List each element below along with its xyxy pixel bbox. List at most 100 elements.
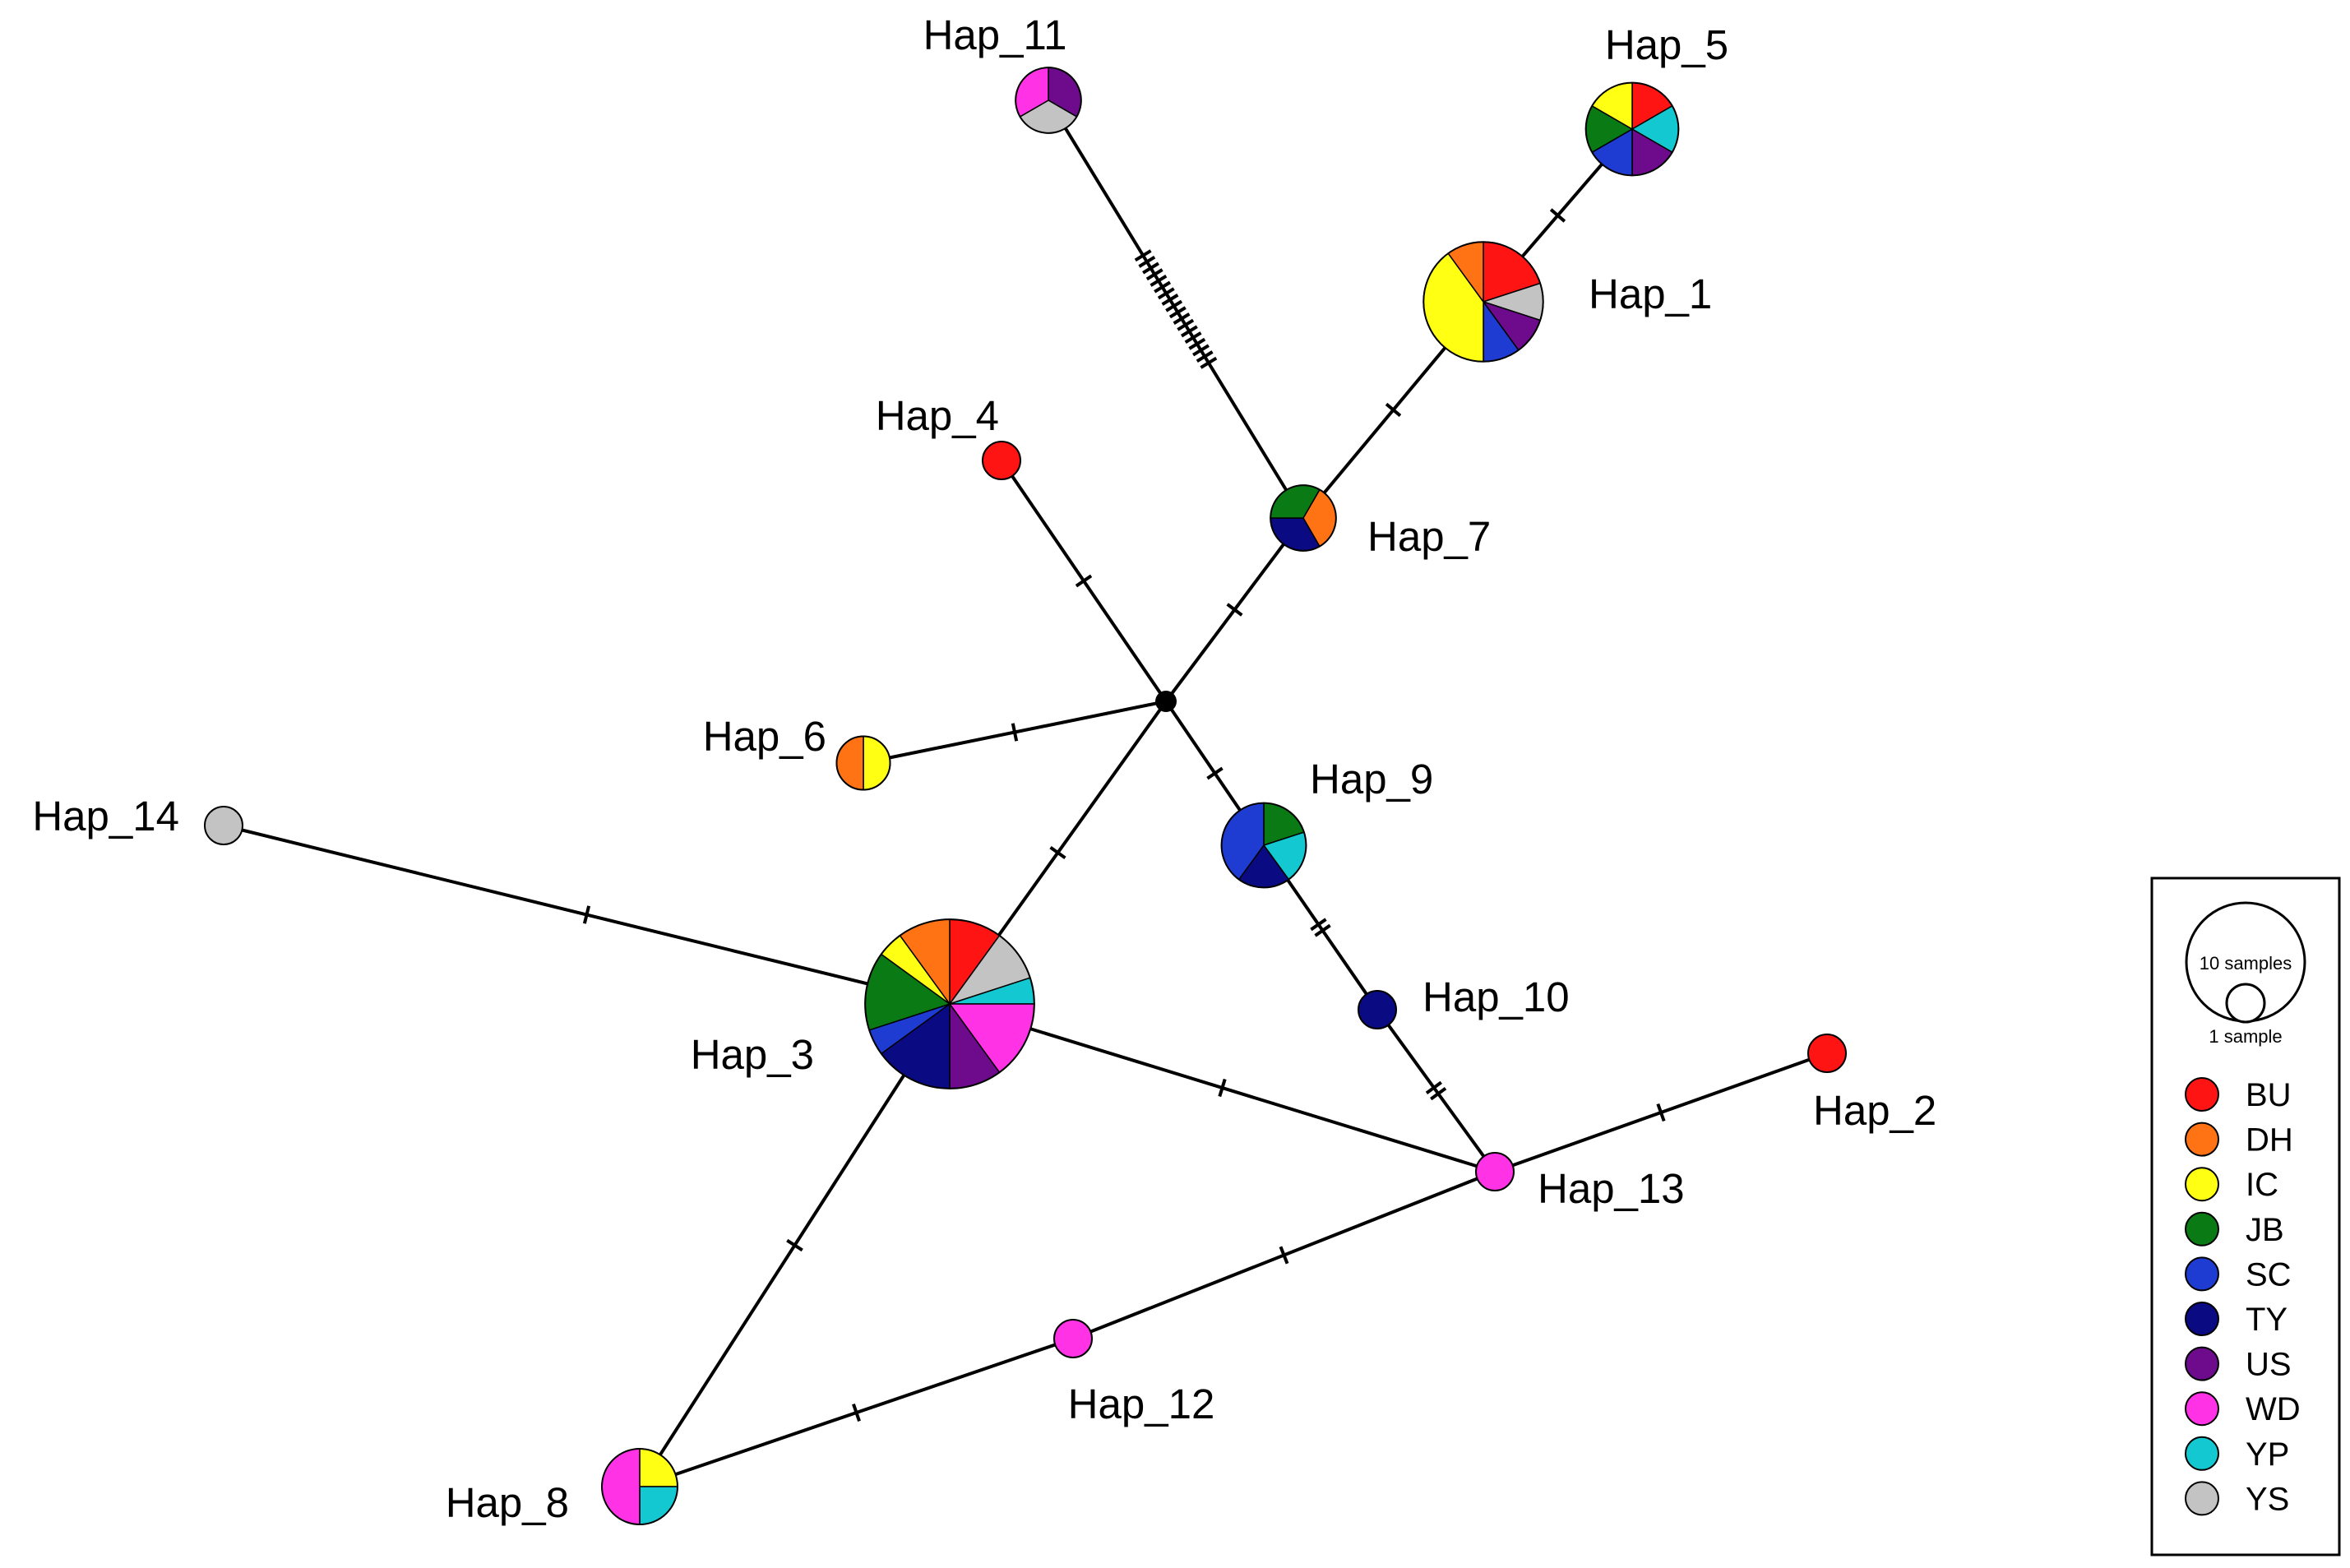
mutation-tick xyxy=(1200,356,1218,369)
node-hap-9 xyxy=(1220,802,1307,889)
legend-swatch xyxy=(2185,1167,2219,1202)
legend-label: JB xyxy=(2246,1212,2284,1248)
mutation-tick xyxy=(1180,325,1198,338)
legend-swatch xyxy=(2185,1211,2219,1247)
legend-swatch xyxy=(2185,1077,2219,1112)
node-hap-1 xyxy=(1422,241,1544,363)
network-edges xyxy=(223,99,1828,1488)
legend-items: BU DH IC JB SC TY US WD YP YS xyxy=(2185,1077,2301,1517)
legend-label: YS xyxy=(2246,1481,2289,1517)
legend-label: YP xyxy=(2246,1436,2289,1473)
label-hap-8: Hap_8 xyxy=(446,1479,569,1526)
label-hap-14: Hap_14 xyxy=(32,793,179,840)
label-hap-9: Hap_9 xyxy=(1310,756,1433,803)
label-hap-13: Hap_13 xyxy=(1538,1165,1685,1212)
legend-swatch xyxy=(2185,1391,2219,1427)
legend-label: BU xyxy=(2246,1077,2292,1113)
mutation-tick xyxy=(1165,299,1183,312)
label-hap-7: Hap_7 xyxy=(1367,513,1491,560)
mutation-tick xyxy=(582,905,591,924)
node-hap-3 xyxy=(864,918,1035,1089)
network-nodes xyxy=(204,67,1847,1525)
legend-label: IC xyxy=(2246,1167,2278,1203)
node-hap-6 xyxy=(835,735,891,791)
pie-slice-IC xyxy=(863,735,891,791)
node-hap-8 xyxy=(601,1448,678,1525)
mutation-tick xyxy=(1184,331,1202,345)
mutation-tick xyxy=(1134,249,1152,262)
legend-swatch xyxy=(2185,1256,2219,1292)
mutation-tick xyxy=(786,1238,803,1252)
mutation-tick xyxy=(1173,312,1191,325)
legend-scale-large-label: 10 samples xyxy=(2200,953,2292,974)
mutation-tick xyxy=(1314,923,1331,937)
pie-slice-YS xyxy=(204,806,243,845)
pie-slice-WD xyxy=(1053,1319,1093,1358)
label-hap-6: Hap_6 xyxy=(703,713,826,760)
mutation-tick xyxy=(1049,845,1066,860)
legend-size-scale: 10 samples 1 sample xyxy=(2185,901,2306,1047)
node-hap-4 xyxy=(982,441,1021,480)
legend-item-YS: YS xyxy=(2185,1481,2289,1517)
mutation-tick xyxy=(1157,287,1175,300)
mutation-tick xyxy=(1177,318,1195,331)
pie-slice-WD xyxy=(601,1448,641,1525)
label-hap-3: Hap_3 xyxy=(691,1031,814,1078)
legend-item-IC: IC xyxy=(2185,1167,2278,1203)
mutation-tick xyxy=(1138,255,1156,268)
legend-label: WD xyxy=(2246,1391,2301,1427)
node-outline xyxy=(1220,802,1307,889)
legend-label: SC xyxy=(2246,1256,2292,1293)
node-hap-14 xyxy=(204,806,243,845)
mutation-tick xyxy=(1656,1103,1666,1122)
legend-item-JB: JB xyxy=(2185,1211,2284,1248)
legend-label: TY xyxy=(2246,1302,2288,1338)
legend-label: US xyxy=(2246,1347,2292,1383)
mutation-tick xyxy=(1188,337,1206,350)
mutation-tick xyxy=(1142,261,1159,275)
label-hap-1: Hap_1 xyxy=(1589,271,1712,317)
node-outline xyxy=(1015,67,1082,134)
legend-label: DH xyxy=(2246,1122,2293,1159)
mutation-tick xyxy=(1011,723,1019,742)
mutation-tick xyxy=(1192,344,1210,357)
median-vector-node xyxy=(1155,691,1177,712)
mutation-tick xyxy=(1425,1080,1442,1094)
legend-swatch xyxy=(2185,1436,2219,1471)
label-hap-12: Hap_12 xyxy=(1068,1381,1215,1427)
legend-item-SC: SC xyxy=(2185,1256,2292,1293)
mutation-tick xyxy=(1430,1087,1447,1101)
label-hap-5: Hap_5 xyxy=(1605,21,1728,68)
mutation-tick xyxy=(1150,274,1168,287)
pie-slice-DH xyxy=(835,735,864,791)
label-hap-4: Hap_4 xyxy=(876,392,999,439)
node-outline xyxy=(1584,81,1680,177)
node-hap-2 xyxy=(1807,1034,1847,1073)
pie-slice-TY xyxy=(1358,990,1397,1029)
node-outline xyxy=(1270,484,1337,552)
network-edge xyxy=(1376,1008,1497,1173)
node-outline xyxy=(601,1448,678,1525)
pie-slice-WD xyxy=(1475,1152,1515,1191)
legend-scale-small-label: 1 sample xyxy=(2209,1026,2282,1047)
mutation-tick xyxy=(1226,603,1243,617)
mutation-tick xyxy=(1161,294,1179,306)
mutation-tick xyxy=(1310,918,1327,932)
legend-item-BU: BU xyxy=(2185,1077,2292,1113)
mutation-tick xyxy=(1145,268,1163,281)
legend-item-TY: TY xyxy=(2185,1302,2288,1338)
legend-item-US: US xyxy=(2185,1346,2292,1383)
legend-item-WD: WD xyxy=(2185,1391,2301,1427)
node-hap-12 xyxy=(1053,1319,1093,1358)
label-hap-2: Hap_2 xyxy=(1813,1087,1936,1134)
legend-swatch xyxy=(2185,1481,2219,1516)
mutation-tick xyxy=(1196,350,1214,363)
legend-item-YP: YP xyxy=(2185,1436,2289,1473)
legend-scale-small-circle xyxy=(2225,983,2266,1024)
mutation-tick xyxy=(1279,1246,1289,1265)
mutation-tick xyxy=(1206,766,1224,780)
legend-swatch xyxy=(2185,1122,2219,1157)
mutation-tick xyxy=(1385,402,1402,418)
